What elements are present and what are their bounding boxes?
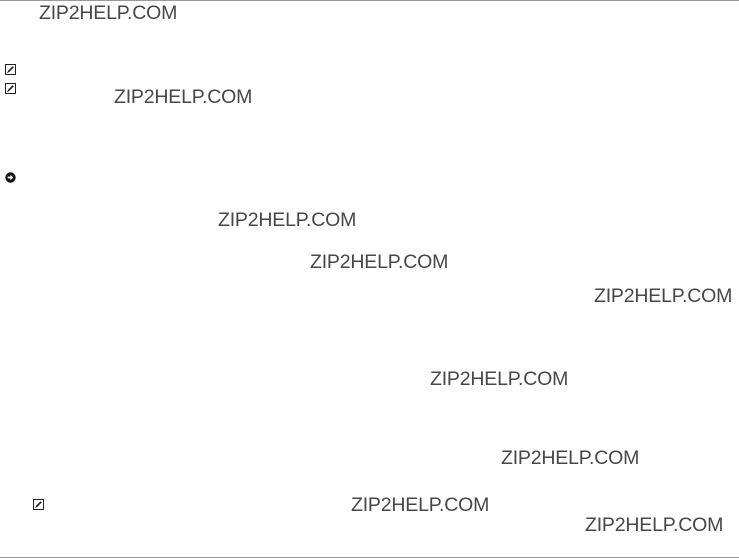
watermark-text: ZIP2HELP.COM — [351, 494, 490, 516]
watermark-text: ZIP2HELP.COM — [310, 251, 449, 273]
watermark-text: ZIP2HELP.COM — [39, 2, 178, 24]
bottom-divider — [0, 557, 739, 558]
note-pencil-icon — [33, 499, 44, 510]
note-pencil-icon — [5, 83, 16, 94]
note-pencil-icon — [5, 64, 16, 75]
watermark-text: ZIP2HELP.COM — [501, 447, 640, 469]
watermark-text: ZIP2HELP.COM — [594, 285, 733, 307]
watermark-text: ZIP2HELP.COM — [218, 209, 357, 231]
watermark-text: ZIP2HELP.COM — [114, 86, 253, 108]
top-divider — [0, 0, 739, 1]
watermark-text: ZIP2HELP.COM — [430, 368, 569, 390]
watermark-text: ZIP2HELP.COM — [585, 514, 724, 536]
notice-arrow-icon — [5, 172, 16, 183]
